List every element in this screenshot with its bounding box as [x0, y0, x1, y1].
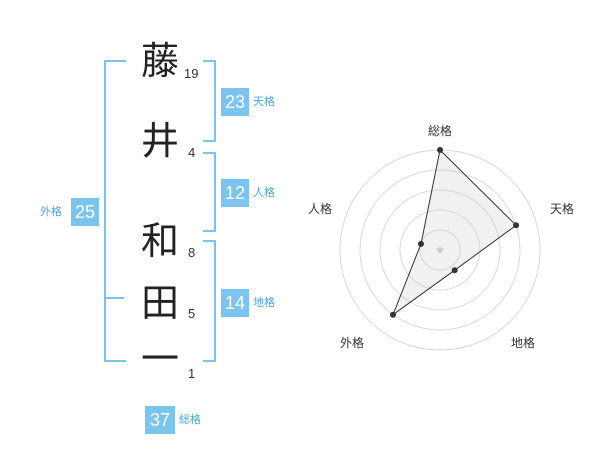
radar-ring	[399, 209, 481, 291]
radar-point-tenkaku	[513, 222, 520, 229]
name-char-3: 和	[141, 219, 180, 263]
gaikaku-bracket	[104, 60, 126, 362]
tenkaku-bracket	[203, 60, 216, 142]
chikaku-value-badge: 14	[221, 289, 249, 317]
radar-label-gaikaku: 外格	[340, 336, 365, 350]
jinkaku-bracket	[203, 152, 216, 232]
name-char-4: 田	[141, 281, 180, 325]
radar-label-jinkaku: 人格	[308, 202, 333, 216]
tenkaku-label: 天格	[253, 95, 275, 108]
stroke-count-4: 5	[188, 306, 196, 321]
radar-point-gaikaku	[389, 311, 396, 318]
name-char-5: 一	[141, 337, 180, 381]
gaikaku-value-badge: 25	[71, 198, 99, 226]
stroke-count-5: 1	[188, 366, 196, 381]
jinkaku-label: 人格	[253, 186, 275, 199]
radar-point-jinkaku	[417, 240, 424, 247]
stroke-count-2: 4	[188, 145, 196, 160]
gaikaku-bracket-inner-tick	[104, 297, 124, 299]
name-char-1: 藤	[141, 39, 180, 83]
radar-shape	[391, 148, 517, 317]
radar-label-tenkaku: 天格	[550, 202, 575, 216]
radar-center	[437, 247, 443, 253]
chikaku-label: 地格	[253, 296, 275, 309]
name-char-2: 井	[141, 119, 180, 163]
stroke-count-1: 19	[184, 66, 199, 81]
soukaku-label: 総格	[179, 413, 201, 426]
radar-ring	[419, 229, 461, 271]
tenkaku-value-badge: 23	[221, 88, 249, 116]
radar-ring	[359, 169, 521, 331]
chikaku-bracket	[203, 240, 216, 362]
radar-point-soukaku	[437, 147, 443, 153]
radar-point-chikaku	[451, 267, 458, 274]
stroke-count-3: 8	[188, 245, 196, 260]
radar-ring	[379, 189, 501, 311]
gaikaku-label: 外格	[40, 205, 62, 218]
jinkaku-value-badge: 12	[221, 179, 249, 207]
radar-label-soukaku: 総格	[428, 124, 453, 138]
soukaku-value-badge: 37	[145, 406, 175, 434]
radar-label-chikaku: 地格	[511, 336, 536, 350]
